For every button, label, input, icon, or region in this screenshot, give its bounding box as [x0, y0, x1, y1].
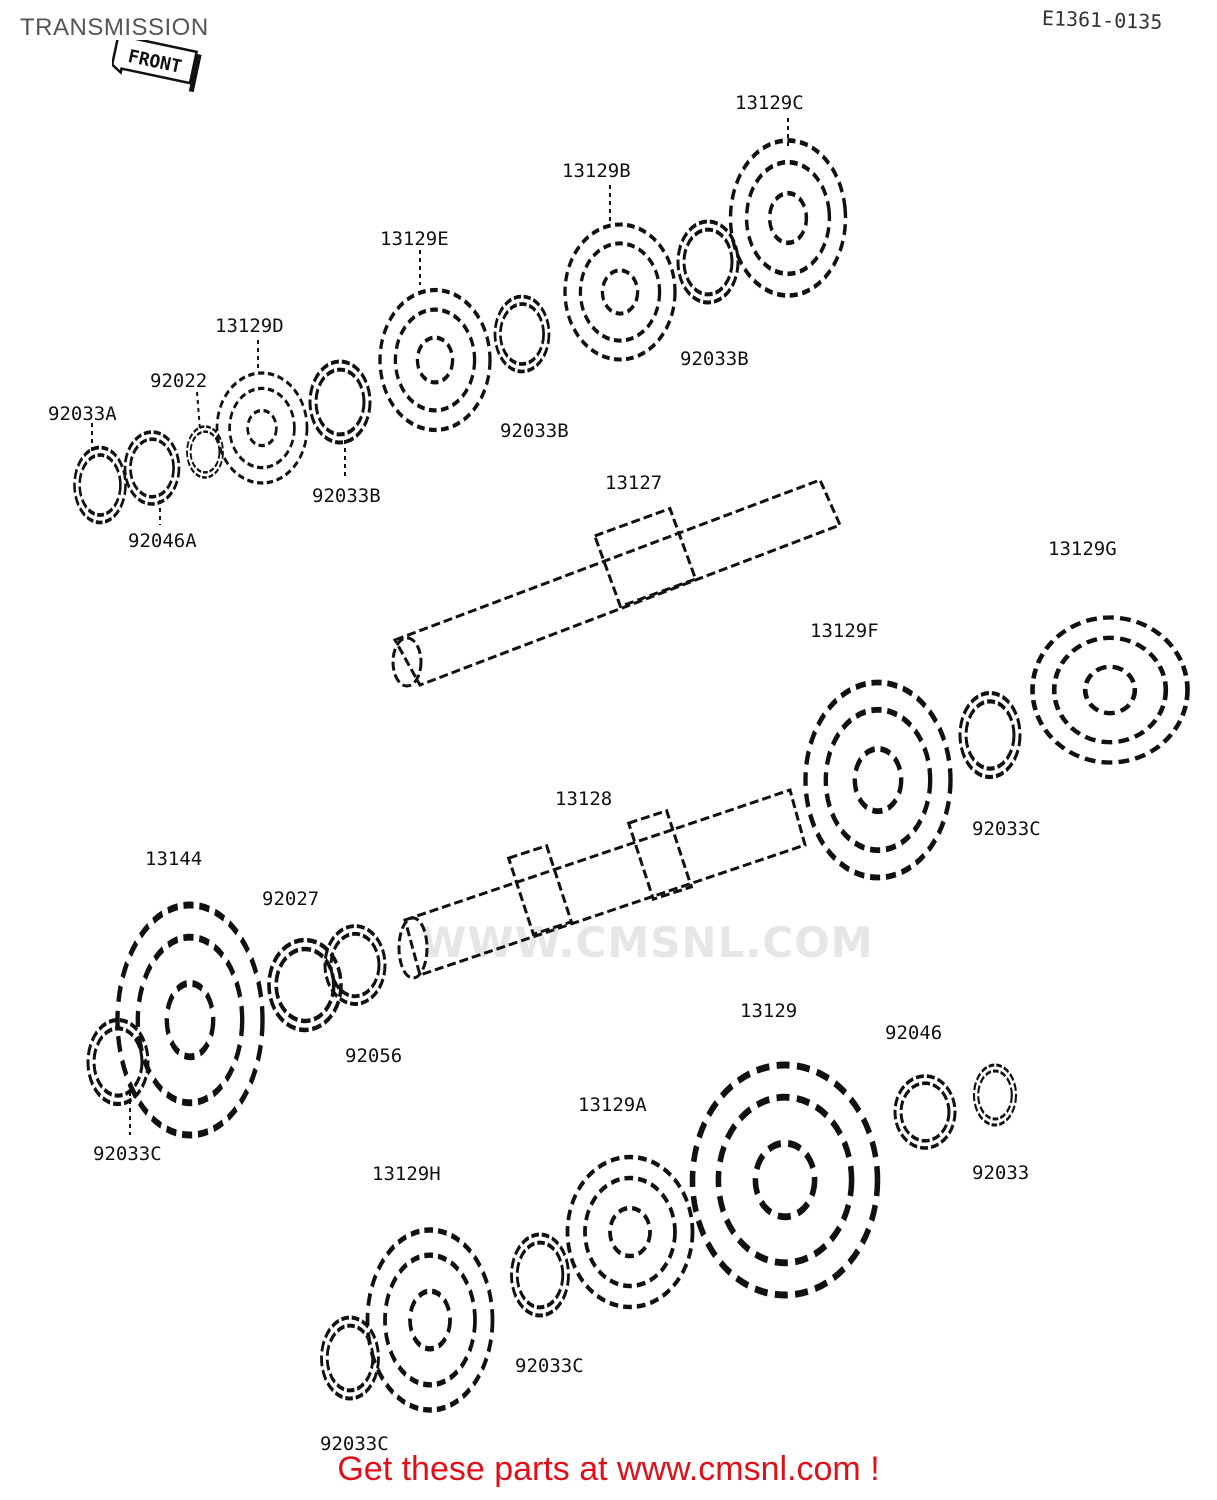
label-92046A: 92046A [128, 530, 197, 552]
gear-13129B [565, 225, 675, 360]
bushing-92046 [893, 1074, 957, 1150]
label-13127: 13127 [605, 472, 663, 494]
circlip-92033 [972, 1063, 1018, 1127]
gear-13129F [806, 683, 951, 878]
gear-13129A [568, 1157, 693, 1307]
label-13129E: 13129E [380, 228, 449, 250]
label-13129C: 13129C [735, 92, 804, 114]
sprocket-13144 [118, 905, 263, 1135]
watermark: WWW.CMSNL.COM [420, 918, 874, 967]
footer-link[interactable]: Get these parts at www.cmsnl.com ! [337, 1450, 880, 1488]
label-92027: 92027 [262, 888, 320, 910]
circlip-92033C-1 [960, 693, 1020, 777]
front-arrow-icon: FRONT [112, 40, 202, 93]
label-92022: 92022 [150, 370, 208, 392]
gear-13129D [215, 371, 309, 485]
leader-lines [91, 118, 789, 1135]
gear-13129G [1033, 618, 1188, 763]
label-13129: 13129 [740, 1000, 798, 1022]
label-92033C-1: 92033C [972, 818, 1041, 840]
bushing-92046A [123, 430, 181, 506]
input-shaft [391, 478, 843, 688]
label-92033C-4: 92033C [320, 1433, 389, 1455]
label-92033B-1: 92033B [312, 485, 381, 507]
circlip-92033C-2 [88, 1020, 148, 1104]
label-92033A: 92033A [48, 403, 117, 425]
circlip-92033B-1 [310, 362, 370, 443]
label-13144: 13144 [145, 848, 203, 870]
label-13129B: 13129B [562, 160, 631, 182]
label-92033B-3: 92033B [680, 348, 749, 370]
label-13129A: 13129A [578, 1094, 647, 1116]
label-92033: 92033 [972, 1162, 1030, 1184]
gear-13129C [723, 130, 853, 305]
washer-92022 [185, 425, 225, 479]
circlip-92033C-3 [512, 1235, 569, 1316]
label-13129F: 13129F [810, 620, 879, 642]
circlip-92033B-2 [493, 294, 551, 374]
output-shaft [397, 788, 807, 980]
label-92056: 92056 [345, 1045, 403, 1067]
label-92033C-3: 92033C [515, 1355, 584, 1377]
label-13129D: 13129D [215, 315, 284, 337]
gear-13129E [380, 290, 490, 430]
oring-92056 [323, 924, 387, 1006]
label-92033B-2: 92033B [500, 420, 569, 442]
diagram-title: TRANSMISSION [20, 14, 209, 41]
circlip-92033B-3 [678, 222, 738, 303]
label-92033C-2: 92033C [93, 1143, 162, 1165]
label-13129H: 13129H [372, 1163, 441, 1185]
gear-13129 [693, 1065, 878, 1295]
circlip-92033A [72, 445, 128, 525]
label-92046: 92046 [885, 1022, 943, 1044]
circlip-92033C-4 [322, 1318, 379, 1399]
label-13128: 13128 [555, 788, 613, 810]
label-13129G: 13129G [1048, 538, 1117, 560]
gear-13129H [368, 1230, 493, 1410]
